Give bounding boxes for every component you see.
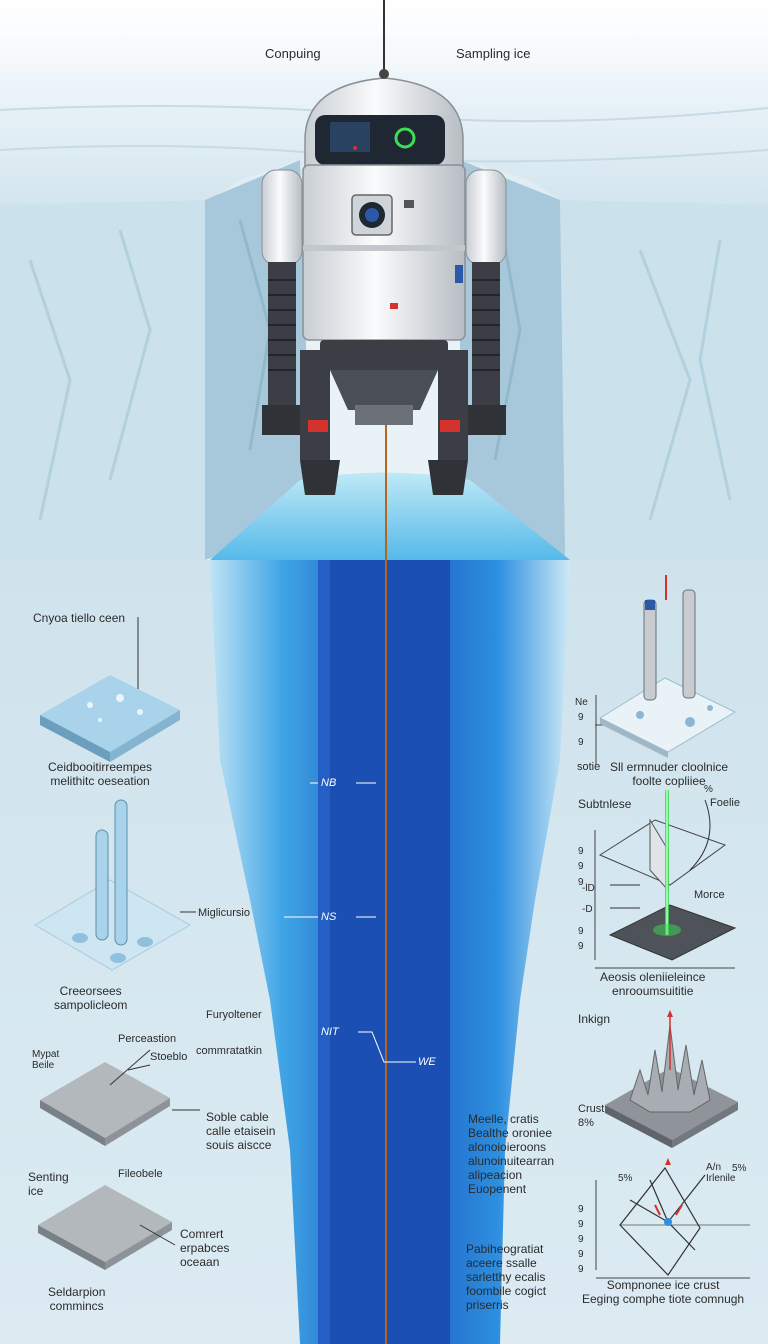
- right-axis1-tick-0: Ne: [575, 697, 588, 708]
- left-slab-3: [40, 1049, 200, 1146]
- right-axis2-tick-3: -lD: [582, 883, 595, 894]
- water-pool: [210, 472, 570, 560]
- center-text-block-2: Pabiheogratiat aceere ssalle sarletthy e…: [466, 1242, 547, 1312]
- right-item2-pct: %: [704, 784, 713, 795]
- right-item2-caption: Aeosis oleniieleince enrooumsuititie: [600, 970, 706, 998]
- center-text-block-1: Meelle, cratis Bealthe oroniee alonoioie…: [468, 1112, 555, 1196]
- right-crust: [605, 1010, 738, 1148]
- right-axis2-tick-0: 9: [578, 846, 584, 857]
- right-item4-label-b: A/n Irlenile: [706, 1162, 736, 1184]
- left-panel-title: Cnyoa tiello ceen: [33, 611, 126, 625]
- left-slab-4: [38, 1185, 176, 1270]
- left-mid-label-a: Furyoltener: [206, 1009, 262, 1021]
- right-item3-title: Inkign: [578, 1012, 611, 1026]
- right-item4-label-a: 5%: [618, 1173, 633, 1184]
- right-axis4-tick-1: 9: [578, 1219, 584, 1230]
- right-item1-side: sotie: [577, 761, 601, 773]
- right-item2-label-a: Foelie: [710, 797, 740, 809]
- right-posts: [595, 575, 737, 765]
- header-right-label: Sampling ice: [456, 46, 531, 61]
- left-slab-1: [40, 617, 180, 762]
- right-star: [595, 1158, 750, 1279]
- left-item4-label-b: Fileobele: [118, 1168, 163, 1180]
- right-axis4-tick-4: 9: [578, 1264, 584, 1275]
- header-left-label: Conpuing: [265, 46, 321, 61]
- left-item3-label-b: Perceastion: [118, 1033, 177, 1045]
- left-item4-label-a: Senting ice: [28, 1170, 69, 1198]
- left-item3-side-label: Soble cable calle etaisein souis aiscce: [206, 1110, 276, 1152]
- right-axis4-tick-0: 9: [578, 1204, 584, 1215]
- right-axis2-tick-5: 9: [578, 926, 584, 937]
- right-item2-title: Subtnlese: [578, 797, 632, 811]
- right-axis4-tick-3: 9: [578, 1249, 584, 1260]
- left-item2-side-label: Miglicursio: [198, 907, 250, 919]
- right-axis4-tick-2: 9: [578, 1234, 584, 1245]
- right-item4-label-c: 5%: [732, 1163, 747, 1174]
- left-item2-caption: Creeorsees sampolicleom: [54, 984, 128, 1012]
- left-item1-caption: Ceidbooitirreempes melithitc oeseation: [48, 760, 153, 788]
- shaft-label-nit: NIT: [321, 1026, 339, 1038]
- right-item2-label-b: Morce: [694, 889, 725, 901]
- left-item4-caption: Seldarpion commincs: [48, 1285, 106, 1313]
- left-item3-label-c: Stoeblo: [150, 1051, 188, 1063]
- right-axis2-tick-1: 9: [578, 861, 584, 872]
- shaft-label-ns: NS: [321, 911, 337, 923]
- left-mid-label-b: commratatkin: [196, 1045, 263, 1057]
- right-item1-caption: Sll ermnuder cloolnice foolte copliiee: [610, 760, 729, 788]
- shaft-label-nb: NB: [321, 777, 337, 789]
- right-axis1-tick-1: 9: [578, 712, 584, 723]
- right-item4-caption: Sompnonee ice crust Eeging comphe tiote …: [582, 1278, 745, 1306]
- left-item3-label-a: Mypat Beile: [32, 1049, 60, 1071]
- right-axis2-tick-6: 9: [578, 941, 584, 952]
- right-axis1-tick-2: 9: [578, 737, 584, 748]
- left-item4-label-c: Comrert erpabces oceaan: [180, 1227, 230, 1269]
- right-item3-side: Crust 8%: [578, 1103, 605, 1129]
- right-axis2-tick-4: -D: [582, 904, 593, 915]
- left-tubes: [34, 799, 196, 971]
- robot: [261, 69, 507, 495]
- right-laser: [594, 790, 737, 969]
- right-axis2-tick-2: 9: [578, 877, 584, 888]
- shaft-label-we: WE: [418, 1056, 436, 1068]
